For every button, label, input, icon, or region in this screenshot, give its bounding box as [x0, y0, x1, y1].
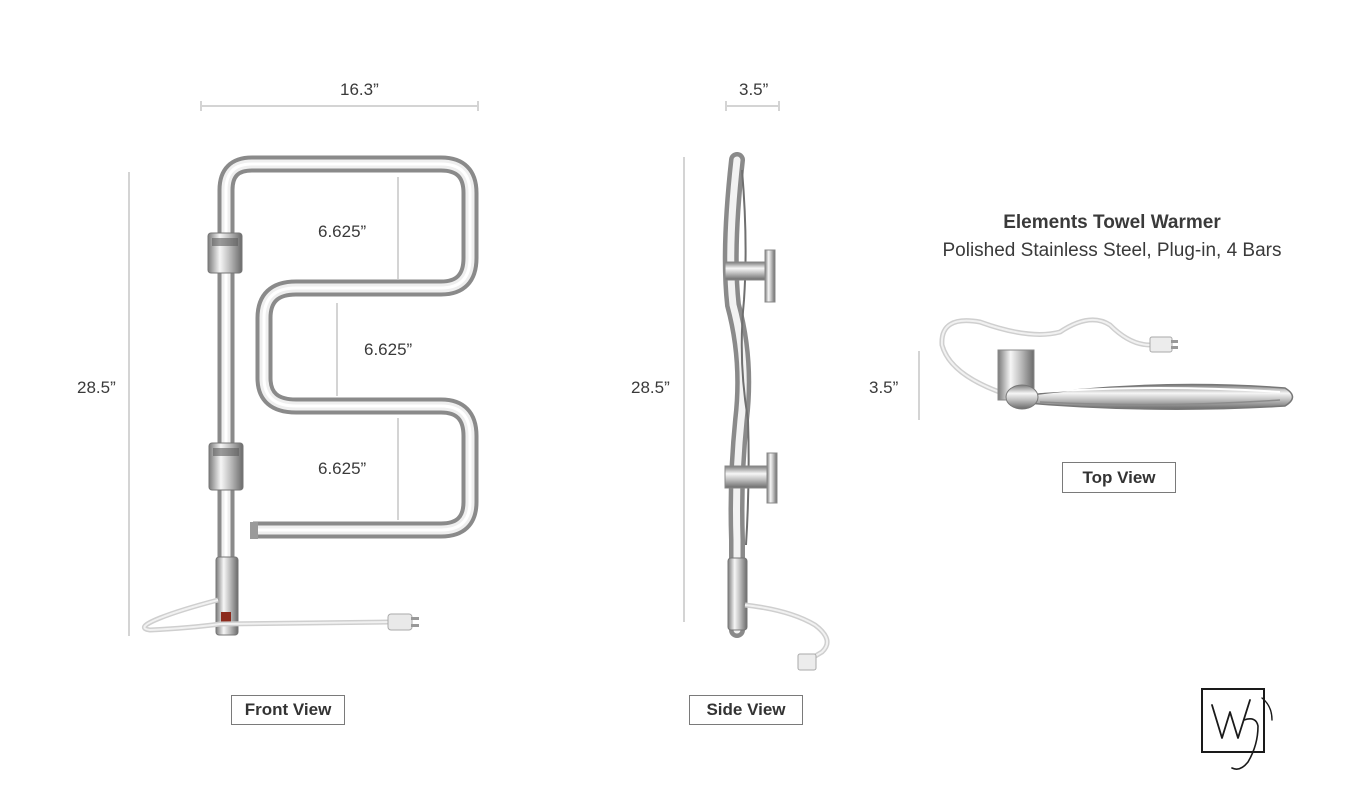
top-view-label: Top View: [1062, 462, 1176, 493]
side-plug: [797, 653, 817, 671]
brand-logo: [1201, 688, 1273, 770]
product-subtitle: Polished Stainless Steel, Plug-in, 4 Bar…: [942, 240, 1282, 261]
side-height-dimension: 28.5”: [631, 378, 670, 397]
side-view-label: Side View: [689, 695, 803, 725]
front-spacing-bottom: 6.625”: [318, 459, 367, 478]
front-dimension-lines: [128, 101, 479, 636]
front-width-dimension: 16.3”: [340, 80, 379, 99]
top-view-drawing: [918, 317, 1294, 420]
product-title: Elements Towel Warmer: [1003, 212, 1221, 233]
power-indicator-light: [221, 612, 231, 626]
front-height-dimension: 28.5”: [77, 378, 116, 397]
top-plug: [1149, 336, 1173, 353]
front-view-label: Front View: [231, 695, 345, 725]
side-switch-housing: [727, 557, 748, 631]
front-spacing-middle: 6.625”: [364, 340, 413, 359]
top-power-cord: [939, 317, 1151, 397]
side-dimension-lines: [683, 101, 780, 622]
front-spacing-top: 6.625”: [318, 222, 367, 241]
front-view-drawing: [128, 101, 479, 636]
side-depth-dimension: 3.5”: [739, 80, 769, 99]
front-power-cord: [141, 597, 391, 633]
top-depth-dimension: 3.5”: [869, 378, 899, 397]
side-view-drawing: [683, 101, 830, 671]
front-plug: [387, 613, 413, 631]
